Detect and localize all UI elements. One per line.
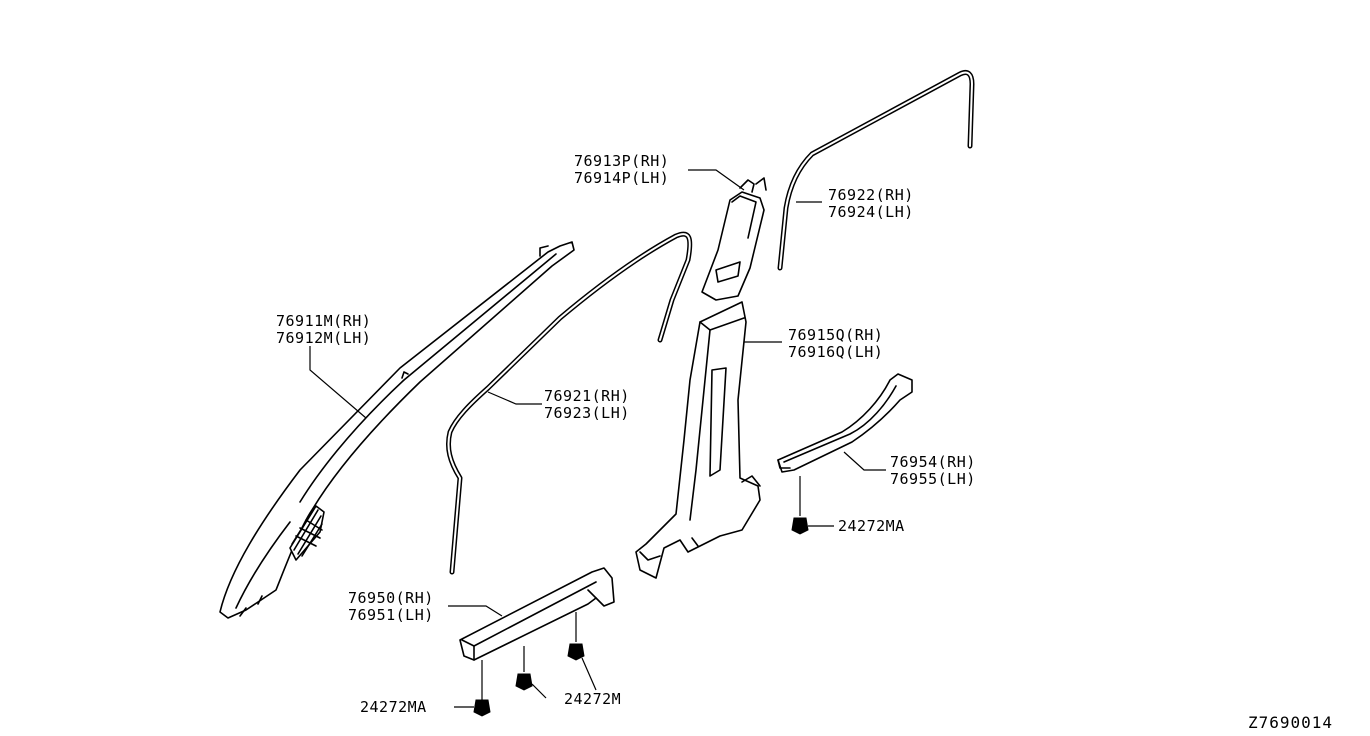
label-76921-rh: 76921(RH) <box>544 387 630 405</box>
label-76915q-rh: 76915Q(RH) <box>788 326 883 344</box>
label-24272ma-rear: 24272MA <box>838 517 905 535</box>
b-pillar-upper-garnish[interactable] <box>701 177 767 301</box>
rear-kicking-plate[interactable] <box>777 373 913 473</box>
leader-lines <box>309 169 886 617</box>
diagram-code: Z7690014 <box>1248 713 1333 732</box>
label-24272ma-front: 24272MA <box>360 698 427 716</box>
clip-24272ma-front[interactable] <box>454 660 491 717</box>
front-weatherstrip[interactable] <box>445 231 693 575</box>
speaker-grille <box>289 505 325 561</box>
label-76913p-rh: 76913P(RH) <box>574 152 669 170</box>
label-76924-lh: 76924(LH) <box>828 203 914 221</box>
label-76914p-lh: 76914P(LH) <box>574 169 669 187</box>
label-76951-lh: 76951(LH) <box>348 606 434 624</box>
label-76912m-lh: 76912M(LH) <box>276 329 371 347</box>
label-76955-lh: 76955(LH) <box>890 470 976 488</box>
label-76916q-lh: 76916Q(LH) <box>788 343 883 361</box>
label-76950-rh: 76950(RH) <box>348 589 434 607</box>
front-kicking-plate[interactable] <box>459 567 615 661</box>
clip-24272ma-rear[interactable] <box>791 476 834 535</box>
a-pillar-garnish[interactable] <box>219 241 575 619</box>
label-76911m-rh: 76911M(RH) <box>276 312 371 330</box>
label-76922-rh: 76922(RH) <box>828 186 914 204</box>
b-pillar-lower-garnish[interactable] <box>635 301 761 579</box>
label-76923-lh: 76923(LH) <box>544 404 630 422</box>
label-24272m: 24272M <box>564 690 621 708</box>
label-76954-rh: 76954(RH) <box>890 453 976 471</box>
rear-weatherstrip[interactable] <box>777 69 975 271</box>
clip-24272m-b[interactable] <box>567 612 597 691</box>
clip-24272m-a[interactable] <box>515 646 547 699</box>
